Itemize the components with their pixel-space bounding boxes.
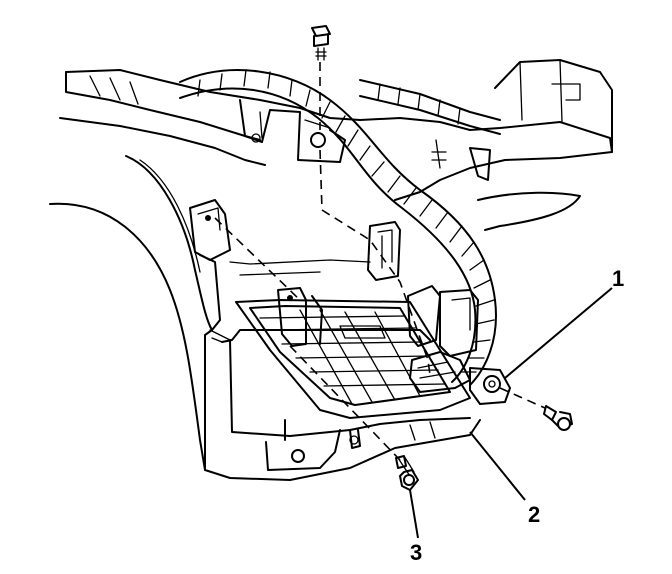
callout-2-label: 2 bbox=[528, 502, 540, 527]
bolt-bottom bbox=[395, 455, 419, 491]
leader-1 bbox=[504, 287, 613, 379]
fender-panel bbox=[49, 155, 213, 471]
bolt-right bbox=[543, 405, 573, 431]
bolt-top bbox=[311, 25, 331, 61]
callout-leaders bbox=[409, 287, 613, 539]
upper-body-panel bbox=[59, 59, 613, 201]
battery-tray bbox=[235, 287, 471, 419]
callout-1-label: 1 bbox=[612, 266, 624, 291]
right-brackets bbox=[431, 139, 581, 231]
alignment-lines bbox=[214, 62, 546, 461]
connector-blocks bbox=[367, 221, 511, 405]
mounting-bracket bbox=[189, 199, 481, 481]
leader-2 bbox=[469, 431, 526, 501]
leader-3 bbox=[409, 489, 419, 539]
wiring-harness bbox=[179, 69, 501, 386]
callout-3-label: 3 bbox=[410, 540, 422, 565]
